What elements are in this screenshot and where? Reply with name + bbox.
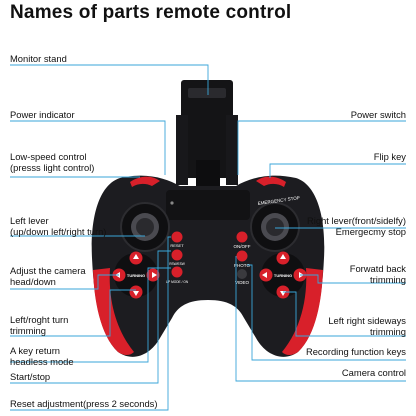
label-camera-control: Camera control bbox=[341, 367, 406, 378]
center-left-buttons: RESET RSW/ESW UP MODE / ON bbox=[166, 231, 189, 284]
label-right-lever: Right lever(front/sidelfy) Emergecmy sto… bbox=[307, 215, 406, 237]
page-title: Names of parts remote control bbox=[10, 2, 292, 23]
label-adjust-camera-line2: head/down bbox=[10, 275, 56, 287]
label-reset-adjustment: Reset adjustment(press 2 seconds) bbox=[10, 398, 158, 409]
label-emergency-stop: Emergecmy stop bbox=[335, 225, 406, 237]
label-flip-key: Flip key bbox=[373, 151, 406, 162]
label-sideways-line2: trimming bbox=[370, 325, 406, 337]
reset-label: RESET bbox=[170, 243, 184, 248]
label-left-lever-line2: (up/down left/right turn) bbox=[10, 225, 107, 237]
label-start-stop: Start/stop bbox=[10, 371, 51, 382]
left-dpad: TURNING bbox=[112, 251, 160, 299]
label-left-lever: Left lever (up/down left/right turn) bbox=[10, 215, 107, 237]
label-adjust-camera: Adjust the camera head/down bbox=[10, 265, 86, 287]
onoff-label: ON/OFF bbox=[234, 244, 251, 249]
label-forward-back-line2: trimming bbox=[370, 273, 406, 285]
video-label: VIDEO bbox=[235, 280, 250, 285]
label-left-lever-line1: Left lever bbox=[10, 215, 49, 226]
label-recording: Recording function keys bbox=[305, 346, 406, 357]
label-key-return-line1: A key return bbox=[10, 345, 61, 356]
label-left-right-turn-line1: Left/roght turn bbox=[10, 314, 69, 325]
center-right-buttons: ON/OFF PHOTO VIDEO bbox=[234, 231, 251, 285]
right-dpad: TURNING bbox=[259, 251, 307, 299]
emergency-stop-text: EMERGENCY STOP bbox=[257, 195, 300, 206]
right-joystick bbox=[250, 202, 300, 252]
label-low-speed-line2: (presss light control) bbox=[10, 161, 95, 173]
leader-lines bbox=[10, 64, 406, 411]
label-sideways: Left right sideways trimming bbox=[328, 315, 406, 337]
power-indicator-led bbox=[170, 201, 174, 205]
label-left-right-turn: Left/roght turn trimming bbox=[10, 314, 69, 336]
label-monitor-stand: Monitor stand bbox=[10, 53, 67, 64]
label-power-indicator: Power indicator bbox=[10, 109, 75, 120]
label-left-right-turn-line2: trimming bbox=[10, 324, 46, 336]
label-forward-back: Forwatd back trimming bbox=[349, 263, 406, 285]
label-low-speed-line1: Low-speed control bbox=[10, 151, 87, 162]
up-mode-label: UP MODE / ON bbox=[166, 280, 189, 284]
monitor-stand bbox=[176, 80, 238, 186]
label-key-return: A key return headless mode bbox=[10, 345, 74, 367]
turning-left-label: TURNING bbox=[127, 273, 145, 278]
label-forward-back-line1: Forwatd back bbox=[349, 263, 406, 274]
left-joystick bbox=[120, 202, 170, 252]
label-low-speed: Low-speed control (presss light control) bbox=[10, 151, 95, 173]
label-adjust-camera-line1: Adjust the camera bbox=[10, 265, 86, 276]
label-right-lever-line1: Right lever(front/sidelfy) bbox=[307, 215, 406, 226]
label-key-return-line2: headless mode bbox=[10, 355, 74, 367]
photo-label: PHOTO bbox=[234, 263, 250, 268]
turning-right-label: TURNING bbox=[274, 273, 292, 278]
label-power-switch: Power switch bbox=[350, 109, 406, 120]
label-sideways-line1: Left right sideways bbox=[328, 315, 406, 326]
rsw-label: RSW/ESW bbox=[169, 262, 185, 266]
